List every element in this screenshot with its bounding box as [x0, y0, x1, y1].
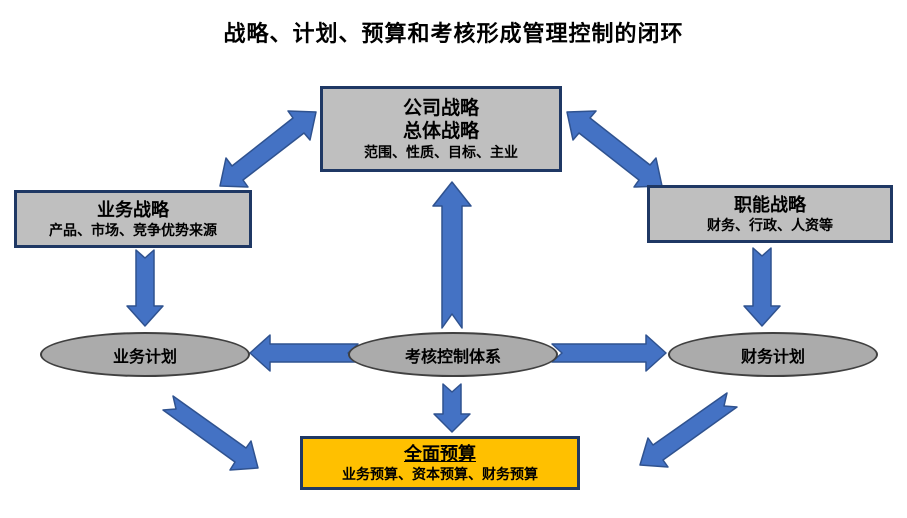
business-strategy-title: 业务战略: [97, 200, 169, 220]
arrow-assessment-to-financial-plan-right: [551, 334, 667, 372]
master-budget-box: 全面预算 业务预算、资本预算、财务预算: [300, 436, 580, 490]
arrow-business-strategy-to-plan: [126, 249, 164, 327]
business-plan-label: 业务计划: [112, 348, 177, 366]
arrow-assessment-to-corporate-up: [432, 181, 472, 329]
arrow-business-plan-to-budget-diagonal: [162, 395, 259, 471]
arrow-business-corporate-double: [219, 110, 317, 188]
functional-strategy-detail: 财务、行政、人资等: [707, 216, 833, 233]
master-budget-title: 全面预算: [404, 444, 476, 464]
diagram-title: 战略、计划、预算和考核形成管理控制的闭环: [223, 21, 684, 46]
financial-plan-ellipse: 财务计划: [668, 332, 878, 377]
corporate-strategy-title: 公司战略: [402, 97, 479, 119]
business-strategy-detail: 产品、市场、竞争优势来源: [49, 221, 217, 238]
arrow-corporate-functional-double: [566, 110, 663, 188]
assessment-control-ellipse: 考核控制体系: [348, 332, 558, 377]
business-strategy-box: 业务战略 产品、市场、竞争优势来源: [14, 190, 252, 248]
corporate-strategy-subtitle: 总体战略: [402, 121, 479, 143]
assessment-control-label: 考核控制体系: [404, 348, 501, 366]
functional-strategy-title: 职能战略: [734, 195, 806, 215]
financial-plan-label: 财务计划: [740, 348, 805, 366]
master-budget-detail: 业务预算、资本预算、财务预算: [342, 465, 538, 482]
arrow-financial-plan-to-budget-diagonal: [639, 392, 738, 468]
arrow-assessment-to-business-plan-left: [249, 334, 359, 372]
arrow-assessment-to-budget-down: [433, 383, 471, 433]
corporate-strategy-detail: 范围、性质、目标、主业: [364, 144, 518, 160]
business-plan-ellipse: 业务计划: [40, 332, 250, 377]
arrow-functional-strategy-to-plan: [743, 247, 781, 327]
corporate-strategy-box: 公司战略 总体战略 范围、性质、目标、主业: [320, 86, 562, 172]
functional-strategy-box: 职能战略 财务、行政、人资等: [647, 185, 893, 243]
